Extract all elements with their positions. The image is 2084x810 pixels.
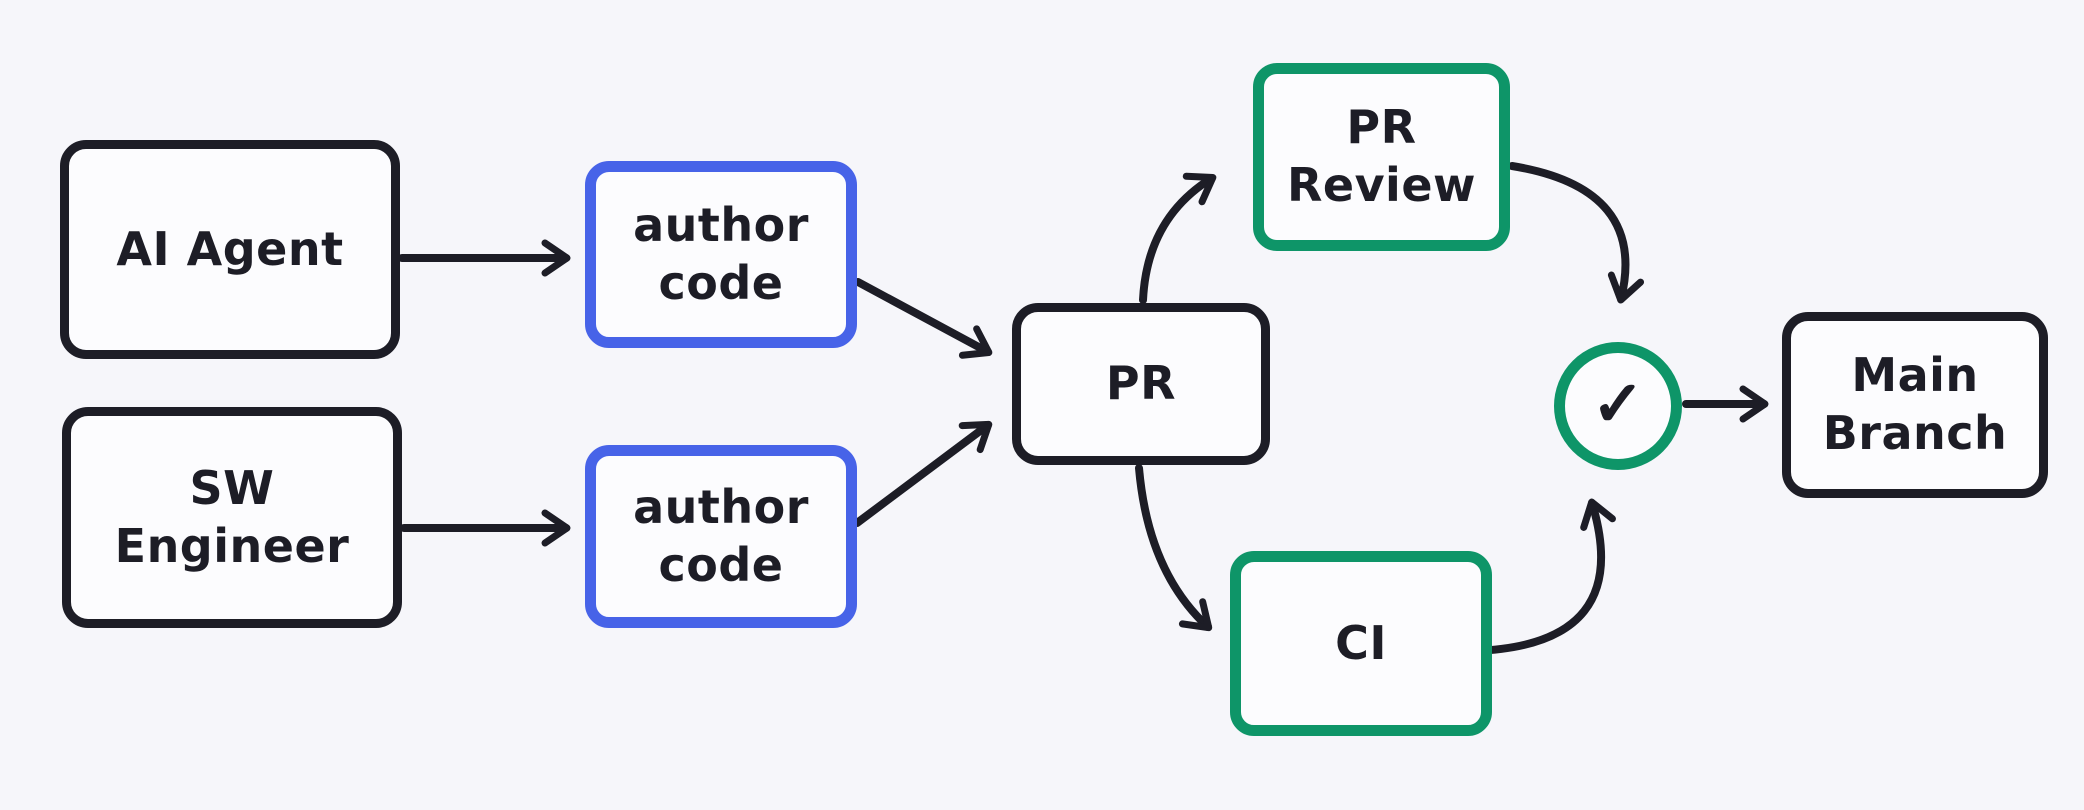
node-main-branch: Main Branch: [1782, 312, 2048, 498]
node-ai-agent: AI Agent: [60, 140, 400, 359]
edge-author-code-agent-to-pr: [854, 278, 993, 359]
node-ai-agent-label: AI Agent: [116, 221, 344, 276]
node-pr-review-label: PR Review: [1286, 100, 1477, 212]
node-main-branch-label: Main Branch: [1822, 348, 2008, 460]
node-pr-review: PR Review: [1253, 63, 1510, 251]
edge-pr-to-ci: [1135, 464, 1213, 632]
edge-pr-to-pr-review: [1139, 172, 1217, 304]
node-sw-engineer: SW Engineer: [62, 407, 402, 628]
node-pr-label: PR: [1105, 356, 1177, 411]
check-icon: ✓: [1591, 365, 1645, 441]
edge-pr-review-to-approval: [1508, 162, 1645, 304]
node-ci: CI: [1230, 551, 1492, 736]
node-author-code-engineer: author code: [585, 445, 857, 628]
edge-ci-to-approval: [1471, 498, 1616, 655]
node-ci-label: CI: [1335, 615, 1387, 670]
node-author-code-agent-label: author code: [633, 197, 809, 310]
node-author-code-engineer-label: author code: [633, 479, 809, 592]
node-pr: PR: [1012, 303, 1270, 465]
node-approval-circle: ✓: [1554, 342, 1682, 470]
node-author-code-agent: author code: [585, 161, 857, 348]
edge-author-code-engineer-to-pr: [853, 420, 993, 527]
node-sw-engineer-label: SW Engineer: [114, 460, 350, 573]
